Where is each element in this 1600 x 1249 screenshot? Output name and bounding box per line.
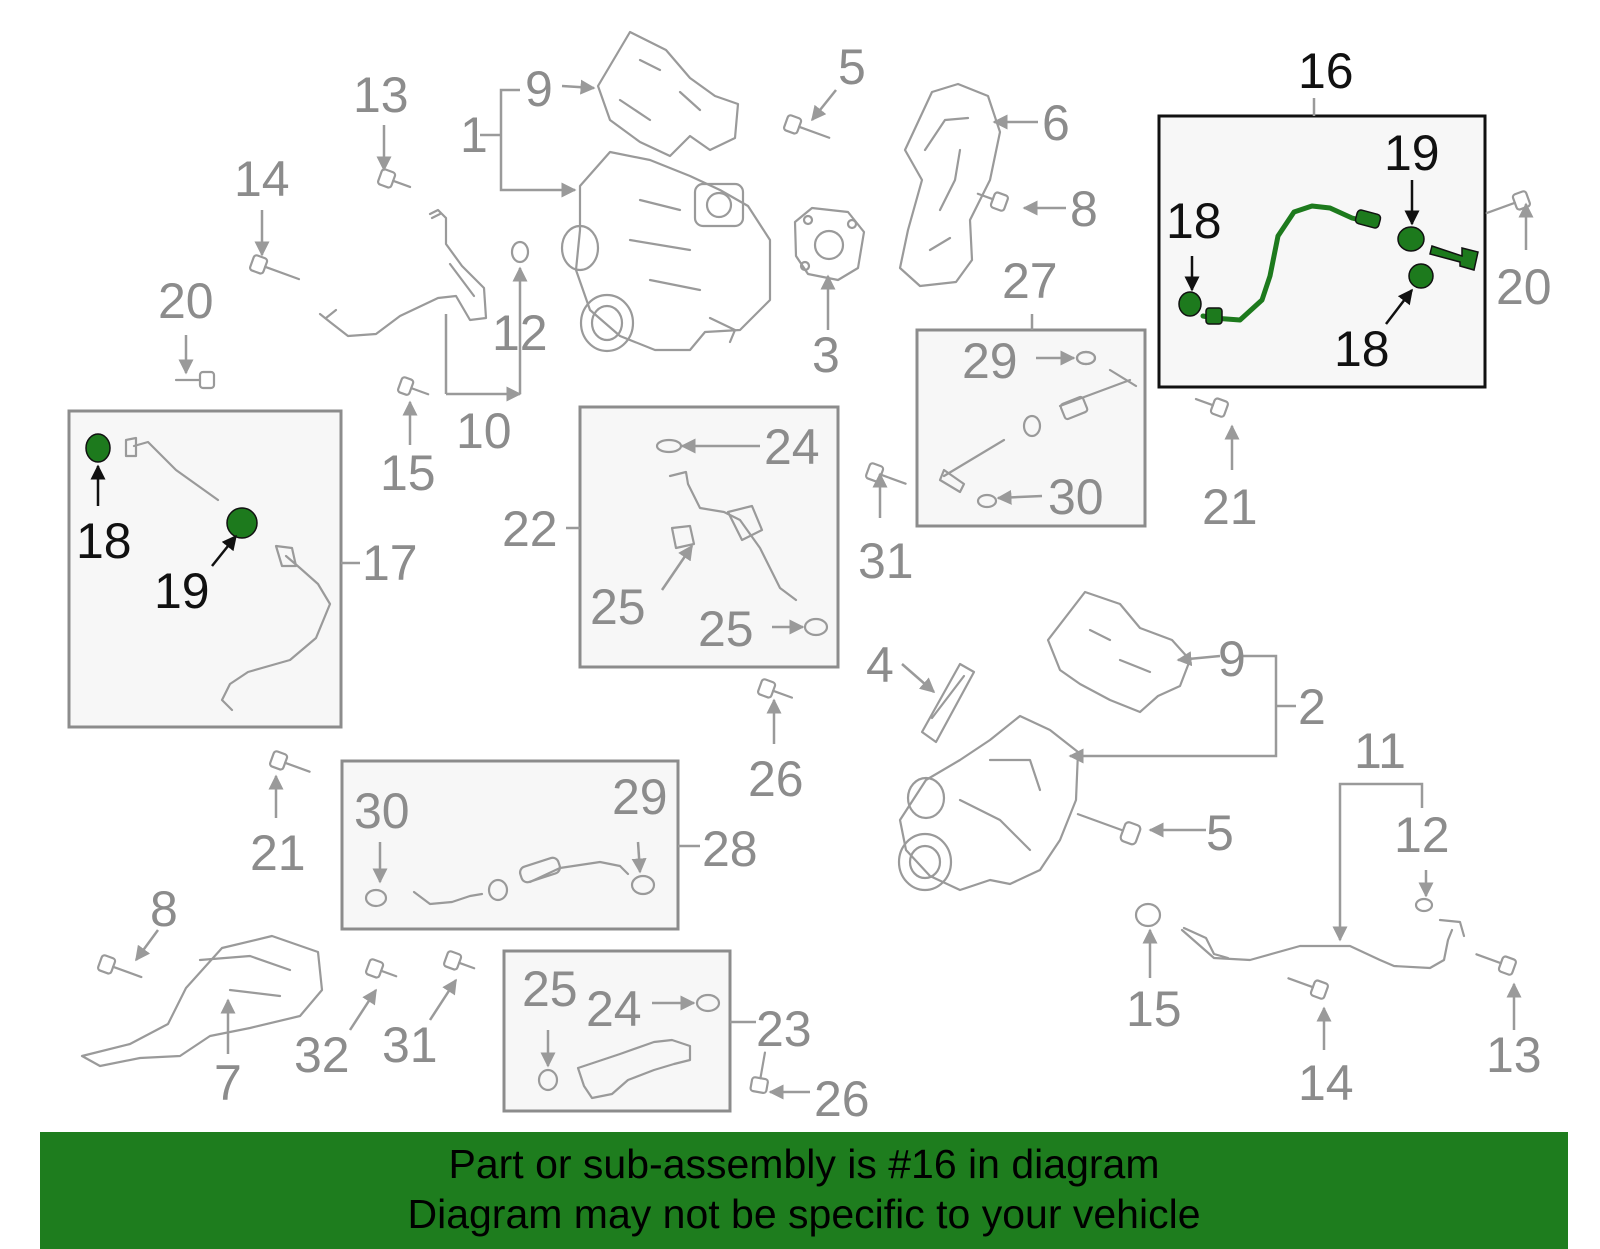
- callout-18-box17: 18: [76, 513, 132, 569]
- callout-1: 1: [460, 107, 488, 163]
- callout-13-lower: 13: [1486, 1027, 1542, 1083]
- heat-shield-7: [80, 934, 324, 1068]
- turbocharger-assembly-1: [560, 30, 772, 353]
- callout-30-box27: 30: [1048, 469, 1104, 525]
- seal-19-box17: [226, 507, 258, 539]
- callout-25-box23: 25: [522, 961, 578, 1017]
- callout-14: 14: [234, 151, 290, 207]
- callout-24-box22: 24: [764, 419, 820, 475]
- callout-9: 9: [525, 61, 553, 117]
- callout-13: 13: [353, 67, 409, 123]
- leader-lines: [90, 79, 1534, 1100]
- pipe-27: [942, 368, 1138, 478]
- bracket-23: [576, 1038, 692, 1100]
- callout-14-lower: 14: [1298, 1055, 1354, 1111]
- callout-18-box16-left: 18: [1166, 193, 1222, 249]
- callout-4: 4: [866, 637, 894, 693]
- callout-27: 27: [1002, 253, 1058, 309]
- callout-29-box28: 29: [612, 769, 668, 825]
- callout-9-lower: 9: [1218, 631, 1246, 687]
- callout-5: 5: [838, 39, 866, 95]
- callout-12: 12: [492, 305, 548, 361]
- box-17: [67, 409, 343, 729]
- callout-25-box22-left: 25: [590, 579, 646, 635]
- gasket-3: [793, 206, 866, 282]
- callout-5-lower: 5: [1206, 805, 1234, 861]
- callout-labels: 1 9 5 6 8 3 13 14 20 12 15 10 16 19 18 1…: [76, 39, 1552, 1127]
- callout-26-mid: 26: [748, 751, 804, 807]
- banner-line-2: Diagram may not be specific to your vehi…: [407, 1191, 1201, 1237]
- callout-22: 22: [502, 501, 558, 557]
- callout-3: 3: [812, 327, 840, 383]
- callout-29-box27: 29: [962, 333, 1018, 389]
- pipe-22: [668, 470, 798, 602]
- pipe-11: [1180, 928, 1454, 970]
- heat-shield-6: [898, 82, 1002, 288]
- info-banner: Part or sub-assembly is #16 in diagram D…: [40, 1132, 1568, 1249]
- callout-23: 23: [756, 1001, 812, 1057]
- callout-21-right: 21: [1202, 479, 1258, 535]
- callout-31-mid: 31: [858, 533, 914, 589]
- box-23: [502, 949, 732, 1113]
- callout-8-lower: 8: [150, 881, 178, 937]
- pipe-17: [132, 440, 332, 712]
- seal-19-green: [1397, 226, 1425, 252]
- callout-30-box28: 30: [354, 783, 410, 839]
- callout-17: 17: [362, 535, 418, 591]
- callout-19-box17: 19: [154, 563, 210, 619]
- callout-32: 32: [294, 1027, 350, 1083]
- callout-20-right: 20: [1496, 259, 1552, 315]
- seal-18-green-left: [1178, 291, 1202, 317]
- callout-28: 28: [702, 821, 758, 877]
- washer-12-top: [510, 240, 530, 264]
- callout-15: 15: [380, 445, 436, 501]
- turbocharger-assembly-2: [897, 590, 1192, 892]
- callout-24-box23: 24: [586, 981, 642, 1037]
- callout-31-lower: 31: [382, 1017, 438, 1073]
- pipe-28: [412, 860, 630, 906]
- callout-26-lower: 26: [814, 1071, 870, 1127]
- callout-16: 16: [1298, 43, 1354, 99]
- oil-feed-line-16: [1178, 203, 1479, 325]
- box-28: [340, 759, 680, 931]
- callout-15-lower: 15: [1126, 981, 1182, 1037]
- callout-20: 20: [158, 273, 214, 329]
- callout-7: 7: [214, 1055, 242, 1111]
- callout-11: 11: [1354, 723, 1406, 779]
- seal-18-box17: [85, 433, 111, 463]
- seal-18-green: [1408, 263, 1434, 289]
- banner-line-1: Part or sub-assembly is #16 in diagram: [448, 1141, 1160, 1187]
- callout-12-lower: 12: [1394, 807, 1450, 863]
- callout-6: 6: [1042, 95, 1070, 151]
- callout-10: 10: [456, 403, 512, 459]
- callout-21-left: 21: [250, 825, 306, 881]
- callout-18-box16-right: 18: [1334, 321, 1390, 377]
- gasket-4: [920, 662, 976, 744]
- callout-25-box22-right: 25: [698, 601, 754, 657]
- callout-19-box16: 19: [1384, 125, 1440, 181]
- washer-29-top: [1075, 350, 1097, 366]
- oil-pipe-10: [318, 208, 488, 338]
- callout-8: 8: [1070, 181, 1098, 237]
- callout-2: 2: [1298, 679, 1326, 735]
